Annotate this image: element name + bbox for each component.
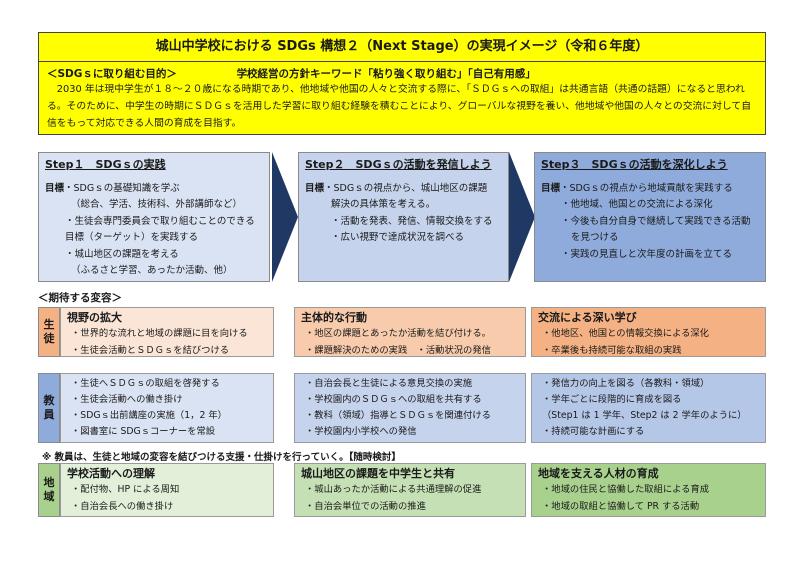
students-cell-title: 視野の拡大	[67, 311, 122, 324]
step-2-goal-label: 目標	[305, 183, 325, 194]
step-2-line: 解決の具体策を考える。	[331, 199, 436, 211]
region-cell-title: 城山地区の課題を中学生と共有	[301, 467, 455, 480]
list-item: ・図書室に SDGｓコーナーを常設	[71, 426, 216, 437]
step-3-box: Step３ SDGｓの活動を深化しよう 目標・SDGｓの視点から地域貢献を実践す…	[534, 152, 766, 282]
students-cell-3: 交流による深い学び ・他地区、他国との情報交換による深化 ・卒業後も持続可能な取…	[531, 307, 766, 357]
list-item: ・他地区、他国との情報交換による深化	[542, 328, 709, 339]
step-1-body: 目標・SDGｓの基礎知識を学ぶ （総合、学活、技術科、外部講師など） ・生徒会専…	[39, 173, 269, 279]
chevron-right-icon	[272, 152, 298, 282]
keyword-label: 学校経営の方針キーワード「粘り強く取り組む」「自己有用感」	[236, 68, 536, 80]
students-label-char: 生	[43, 318, 55, 331]
step-3-line: ・他地域、他国との交流による深化	[561, 199, 713, 211]
region-cell-1: 学校活動への理解 ・配付物、HP による周知 ・自治会長への働き掛け	[60, 463, 274, 517]
teachers-cell-1: ・生徒へＳＤＧｓの取組を啓発する ・生徒会活動への働き掛け ・SDGｓ出前講座の…	[60, 373, 274, 443]
teachers-cell-3: ・発信力の向上を図る（各教科・領域） ・学年ごとに段階的に育成を図る （Step…	[531, 373, 766, 443]
list-item: ・発信力の向上を図る（各教科・領域）	[542, 378, 710, 389]
page-title: 城山中学校における SDGs 構想２（Next Stage）の実現イメージ（令和…	[39, 33, 765, 62]
list-item: ・卒業後も持続可能な取組の実践	[542, 344, 682, 356]
step-3-title: Step３ SDGｓの活動を深化しよう	[541, 158, 728, 171]
step-2-line: ・活動を発表、発信、情報交換をする	[331, 215, 493, 227]
list-item: ・学年ごとに段階的に育成を図る	[542, 394, 682, 405]
region-label-char: 地	[43, 476, 55, 489]
teacher-note: ※ 教員は、生徒と地域の変容を結びつける支援・仕掛けを行っていく。【随時検討】	[42, 452, 401, 463]
header-box: 城山中学校における SDGs 構想２（Next Stage）の実現イメージ（令和…	[38, 32, 766, 135]
list-item: ・SDGｓ出前講座の実施（1，2 年）	[71, 410, 227, 421]
list-item: ・城山あったか活動による共通理解の促進	[305, 484, 482, 495]
purpose-label: ＜SDGｓに取り組む目的＞	[47, 68, 177, 80]
region-label: 地 域	[38, 463, 60, 517]
step-3-goal-label: 目標	[541, 183, 561, 194]
step-1-line: （総合、学活、技術科、外部講師など）	[71, 199, 243, 211]
list-item: ・持続可能な計画にする	[542, 426, 645, 437]
step-1-line: ・城山地区の課題を考える	[65, 248, 179, 260]
step-3-body: 目標・SDGｓの視点から地域貢献を実践する ・他地域、他国との交流による深化 ・…	[535, 173, 765, 263]
teachers-label-char: 教	[43, 394, 55, 407]
students-cell-title: 交流による深い学び	[538, 311, 637, 324]
step-2-body: 目標・SDGｓの視点から、城山地区の課題 解決の具体策を考える。 ・活動を発表、…	[299, 173, 508, 247]
step-1-line: （ふるさと学習、あったか活動、他）	[71, 265, 233, 277]
list-item: ・教科（領域）指導とＳＤＧｓを関連付ける	[305, 410, 491, 421]
step-2-title: Step２ SDGｓの活動を発信しよう	[305, 158, 492, 171]
step-2-line: ・広い視野で達成状況を調べる	[331, 232, 465, 244]
list-item: （Step1 は 1 学年、Step2 は 2 学年のように）	[542, 410, 747, 421]
list-item: ・地域の取組と協働して PR する活動	[542, 500, 700, 512]
chevron-right-icon	[509, 152, 535, 282]
list-item: ・自治会単位での活動の推進	[305, 500, 426, 512]
list-item: ・自治会長への働き掛け	[71, 500, 174, 512]
list-item: ・世界的な流れと地域の課題に目を向ける	[71, 328, 248, 339]
students-label: 生 徒	[38, 307, 60, 357]
list-item: ・配付物、HP による周知	[71, 484, 180, 495]
list-item: ・自治会長と生徒による意見交換の実施	[305, 378, 473, 389]
expected-change-label: ＜期待する変容＞	[38, 292, 122, 304]
step-1-line: ・生徒会専門委員会で取り組むことのできる	[65, 215, 255, 227]
step-3-line: ・実践の見直しと次年度の計画を立てる	[561, 248, 733, 260]
teachers-label-char: 員	[43, 408, 55, 421]
step-1-line: ・SDGｓの基礎知識を学ぶ	[64, 183, 180, 194]
region-cell-title: 学校活動への理解	[67, 467, 155, 480]
step-2-line: ・SDGｓの視点から、城山地区の課題	[324, 183, 488, 194]
step-1-line: 目標（ターゲット）を実践する	[65, 232, 199, 244]
step-1-title: Step１ SDGｓの実践	[45, 158, 166, 171]
step-1-box: Step１ SDGｓの実践 目標・SDGｓの基礎知識を学ぶ （総合、学活、技術科…	[38, 152, 270, 282]
region-cell-2: 城山地区の課題を中学生と共有 ・城山あったか活動による共通理解の促進 ・自治会単…	[294, 463, 526, 517]
step-1-goal-label: 目標	[45, 183, 65, 194]
purpose-row: ＜SDGｓに取り組む目的＞ 学校経営の方針キーワード「粘り強く取り組む」「自己有…	[39, 62, 765, 81]
list-item: ・地区の課題とあったか活動を結び付ける。	[305, 328, 491, 339]
purpose-text: 2030 年は現中学生が１８～２０歳になる時期であり、他地域や他国の人々と交流す…	[47, 84, 752, 129]
step-3-line: ・今後も自分自身で継続して実践できる活動	[561, 215, 751, 227]
step-3-line: を見つける	[571, 232, 619, 244]
list-item: ・課題解決のための実践 ・活動状況の発信	[305, 344, 491, 356]
region-label-char: 域	[43, 490, 55, 503]
teachers-cell-2: ・自治会長と生徒による意見交換の実施 ・学校園内のＳＤＧｓへの取組を共有する ・…	[294, 373, 526, 443]
students-cell-title: 主体的な行動	[301, 311, 367, 324]
region-cell-title: 地域を支える人材の育成	[538, 467, 659, 480]
region-cell-3: 地域を支える人材の育成 ・地域の住民と協働した取組による育成 ・地域の取組と協働…	[531, 463, 766, 517]
list-item: ・生徒へＳＤＧｓの取組を啓発する	[71, 378, 220, 389]
step-2-box: Step２ SDGｓの活動を発信しよう 目標・SDGｓの視点から、城山地区の課題…	[298, 152, 509, 282]
students-label-char: 徒	[43, 332, 55, 345]
step-3-line: ・SDGｓの視点から地域貢献を実践する	[560, 183, 733, 194]
list-item: ・学校園内のＳＤＧｓへの取組を共有する	[305, 394, 482, 405]
list-item: ・生徒会活動への働き掛け	[71, 394, 183, 405]
list-item: ・地域の住民と協働した取組による育成	[542, 484, 710, 495]
list-item: ・学校園内小学校への発信	[305, 426, 417, 437]
list-item: ・生徒会活動とＳＤＧｓを結びつける	[71, 344, 230, 356]
teachers-label: 教 員	[38, 373, 60, 443]
students-cell-1: 視野の拡大 ・世界的な流れと地域の課題に目を向ける ・生徒会活動とＳＤＧｓを結び…	[60, 307, 274, 357]
students-cell-2: 主体的な行動 ・地区の課題とあったか活動を結び付ける。 ・課題解決のための実践 …	[294, 307, 526, 357]
